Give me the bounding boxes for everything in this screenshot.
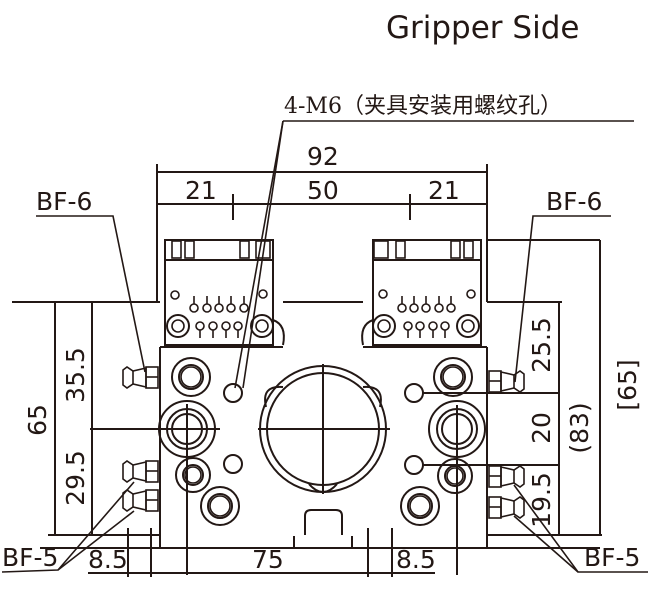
dim-right-middle: 20	[527, 412, 556, 444]
leader-bf6-left	[36, 215, 146, 373]
fittings-left	[122, 366, 159, 512]
ports-left	[90, 357, 240, 575]
label-bf5-left: BF-5	[2, 543, 58, 572]
dim-top-middle: 50	[307, 176, 339, 205]
dim-bottom-right: 8.5	[396, 545, 436, 574]
dim-top-total: 92	[307, 142, 339, 171]
right-dimensions: 25.5 20 19.5 (83) [65]	[487, 239, 642, 536]
top-dimensions: 92 21 50 21	[156, 142, 488, 302]
leader-bf5-right-2	[513, 515, 579, 573]
leader-bf5-left-2	[57, 510, 135, 571]
leader-bf6-right	[514, 215, 611, 383]
dim-bottom-middle: 75	[252, 545, 284, 574]
dim-right-lower: 19.5	[527, 472, 556, 528]
mount-hole-callout: 4-M6（夹具安装用螺纹孔）	[284, 94, 562, 119]
dim-left-upper: 35.5	[61, 347, 90, 403]
label-bf6-left: BF-6	[36, 187, 92, 216]
label-bf6-right: BF-6	[546, 187, 602, 216]
connector-left	[164, 239, 285, 346]
callout-leader-1	[234, 120, 284, 389]
gripper-body	[40, 301, 600, 549]
dim-right-ref-83: (83)	[565, 402, 594, 453]
mount-holes	[223, 383, 424, 475]
drawing-title: Gripper Side	[386, 10, 579, 46]
ports-right	[400, 357, 560, 575]
callout-leader-2	[242, 120, 284, 389]
connector-right	[361, 239, 482, 346]
dim-top-right: 21	[428, 176, 460, 205]
dim-right-ref-65: [65]	[613, 359, 642, 410]
center-flange	[258, 364, 390, 494]
left-dimensions: 65 35.5 29.5	[12, 301, 160, 536]
dim-top-left: 21	[185, 176, 217, 205]
bottom-dimensions: 8.5 75 8.5	[88, 528, 436, 577]
label-bf5-right: BF-5	[584, 543, 640, 572]
dim-left-lower: 29.5	[61, 450, 90, 506]
dim-right-upper: 25.5	[527, 317, 556, 373]
dim-left-total: 65	[23, 404, 52, 436]
dim-bottom-left: 8.5	[88, 545, 128, 574]
